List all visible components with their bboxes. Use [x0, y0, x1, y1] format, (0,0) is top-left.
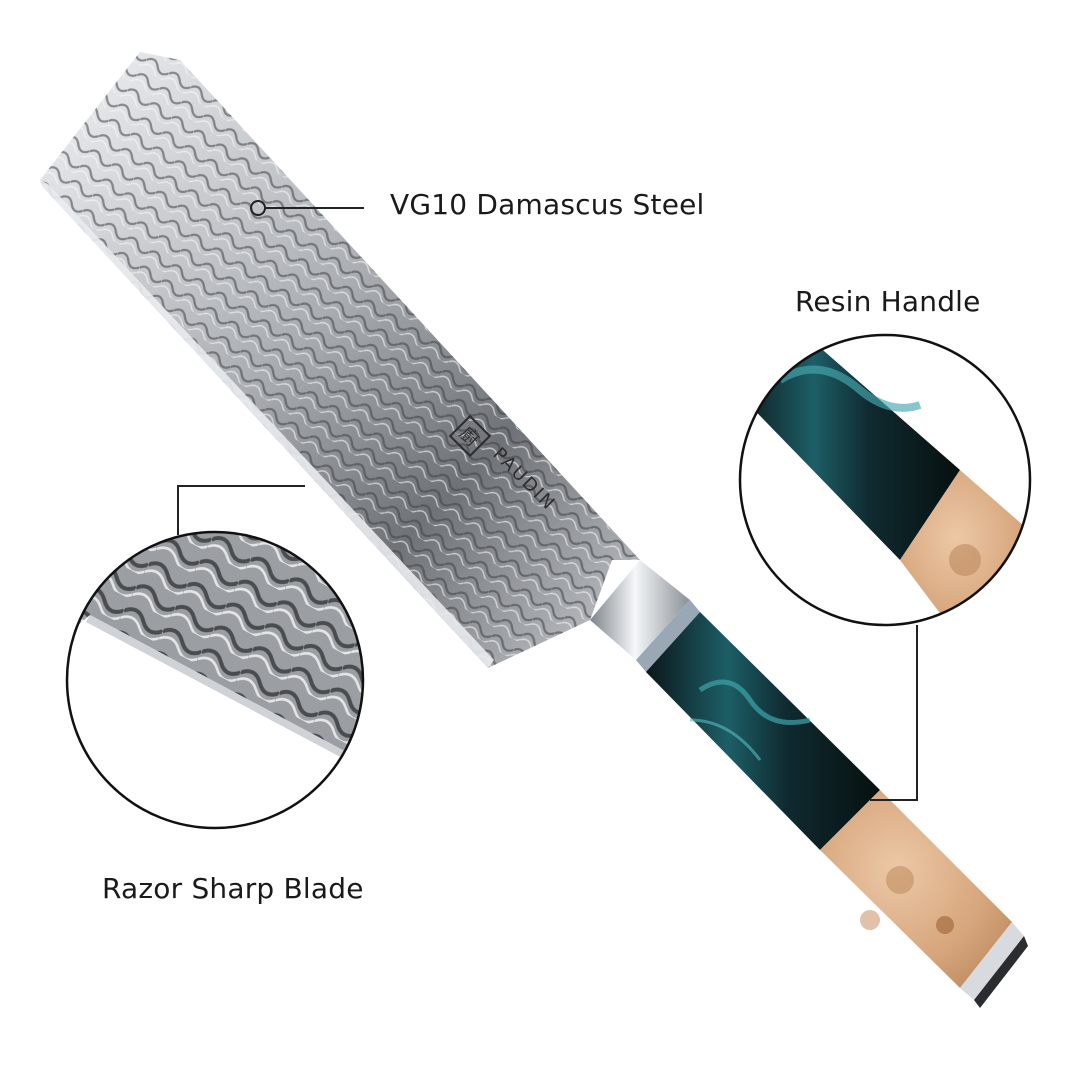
label-resin-handle: Resin Handle [795, 285, 981, 318]
circle-marker-icon [250, 200, 266, 216]
knife-bolster [590, 560, 700, 672]
zoom-circle-handle [738, 333, 1032, 801]
label-damascus-steel: VG10 Damascus Steel [390, 188, 705, 221]
zoom-circle-blade [65, 485, 365, 830]
callout-steel [250, 200, 364, 216]
knife-handle [646, 612, 1028, 1008]
knife-blade [40, 52, 640, 668]
label-razor-sharp-blade: Razor Sharp Blade [102, 872, 364, 905]
